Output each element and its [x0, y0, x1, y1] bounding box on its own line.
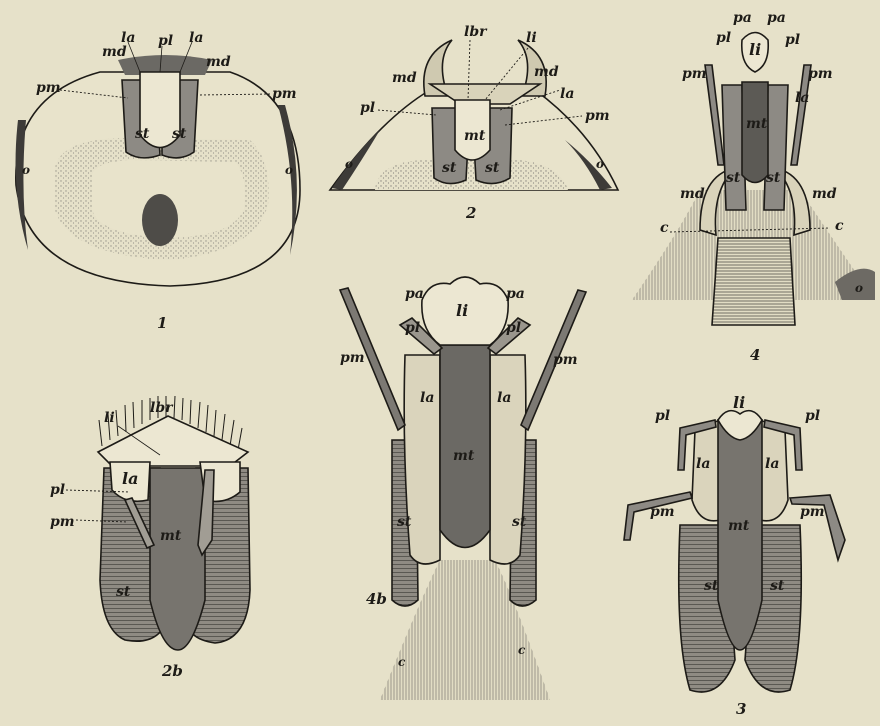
- mentum: [440, 345, 490, 548]
- label-md: md: [392, 70, 417, 86]
- label-la: la: [696, 456, 710, 472]
- label-li: li: [526, 30, 537, 46]
- label-o: o: [285, 163, 293, 177]
- label-pm: pm: [50, 514, 75, 530]
- figure-number: 3: [736, 700, 746, 718]
- label-pm: pm: [340, 350, 365, 366]
- label-mt: mt: [746, 116, 768, 132]
- label-pm: pm: [650, 504, 675, 520]
- label-st: st: [485, 160, 500, 176]
- label-pm: pm: [553, 352, 578, 368]
- label-pa: pa: [506, 286, 525, 302]
- label-pa: pa: [405, 286, 424, 302]
- label-pl: pl: [805, 408, 820, 424]
- label-c: c: [660, 220, 669, 236]
- figure-number: 4: [750, 346, 760, 364]
- label-li: li: [456, 301, 468, 320]
- cardo-collar: [712, 238, 795, 325]
- label-o: o: [855, 281, 863, 295]
- label-pl: pl: [785, 32, 800, 48]
- mentum: [718, 420, 762, 650]
- figure-2b: lbr li la pl pm mt st 2b: [50, 396, 250, 680]
- label-o: o: [596, 157, 604, 171]
- label-mt: mt: [464, 128, 486, 144]
- label-st: st: [512, 514, 527, 530]
- mentum: [150, 468, 205, 650]
- lacinia-left: [404, 355, 440, 564]
- label-la: la: [122, 469, 138, 488]
- label-la: la: [189, 30, 203, 46]
- label-st: st: [397, 514, 412, 530]
- figure-1: la pl la md md pm pm st st o o 1: [16, 30, 300, 332]
- label-c: c: [398, 655, 406, 669]
- label-st: st: [766, 170, 781, 186]
- label-st: st: [770, 578, 785, 594]
- label-pl: pl: [50, 482, 65, 498]
- label-pl: pl: [716, 30, 731, 46]
- label-md: md: [812, 186, 837, 202]
- label-st: st: [172, 126, 187, 142]
- label-st: st: [116, 584, 131, 600]
- figure-4b: pa li pa pl pl pm pm la la mt st st c c …: [340, 277, 586, 700]
- label-o: o: [22, 163, 30, 177]
- figure-4: pa pa pl li pl pm pm la mt st st md md c…: [632, 10, 875, 364]
- label-st: st: [726, 170, 741, 186]
- label-md: md: [206, 54, 231, 70]
- label-pl: pl: [405, 320, 420, 336]
- label-st: st: [442, 160, 457, 176]
- label-la: la: [497, 390, 511, 406]
- label-md: md: [534, 64, 559, 80]
- label-la: la: [560, 86, 574, 102]
- label-pm: pm: [36, 80, 61, 96]
- labrum: [98, 416, 248, 466]
- figure-number: 4b: [366, 590, 387, 608]
- label-mt: mt: [453, 448, 475, 464]
- label-c: c: [518, 643, 526, 657]
- label-pm: pm: [808, 66, 833, 82]
- label-pl: pl: [655, 408, 670, 424]
- palp-left: [705, 65, 724, 165]
- head-stipple: [375, 160, 568, 190]
- label-lbr: lbr: [464, 24, 488, 40]
- label-c: c: [835, 218, 844, 234]
- label-la: la: [795, 90, 809, 106]
- label-la: la: [765, 456, 779, 472]
- figure-number: 2: [465, 204, 476, 222]
- label-la: la: [420, 390, 434, 406]
- label-o: o: [345, 157, 353, 171]
- label-st: st: [135, 126, 150, 142]
- label-lbr: lbr: [150, 400, 174, 416]
- label-mt: mt: [160, 528, 182, 544]
- label-pm: pm: [585, 108, 610, 124]
- label-md: md: [680, 186, 705, 202]
- figure-3: pl li pl la la pm pm mt st st 3: [624, 393, 845, 718]
- label-md: md: [102, 44, 127, 60]
- mentum: [742, 82, 768, 183]
- label-pl: pl: [360, 100, 375, 116]
- lacinia-right: [490, 355, 526, 564]
- label-pa: pa: [733, 10, 752, 26]
- figure-number: 1: [157, 314, 167, 332]
- foramen: [142, 194, 178, 246]
- label-pa: pa: [767, 10, 786, 26]
- figure-number: 2b: [161, 662, 183, 680]
- figure-2: lbr li md md la pl pm mt st st o o 2: [330, 24, 618, 222]
- label-pm: pm: [272, 86, 297, 102]
- label-pm: pm: [682, 66, 707, 82]
- label-pl: pl: [506, 320, 521, 336]
- label-li: li: [733, 393, 745, 412]
- label-st: st: [704, 578, 719, 594]
- label-pl: pl: [158, 33, 173, 49]
- label-li: li: [749, 40, 761, 59]
- label-li: li: [104, 410, 115, 426]
- label-pm: pm: [800, 504, 825, 520]
- label-mt: mt: [728, 518, 750, 534]
